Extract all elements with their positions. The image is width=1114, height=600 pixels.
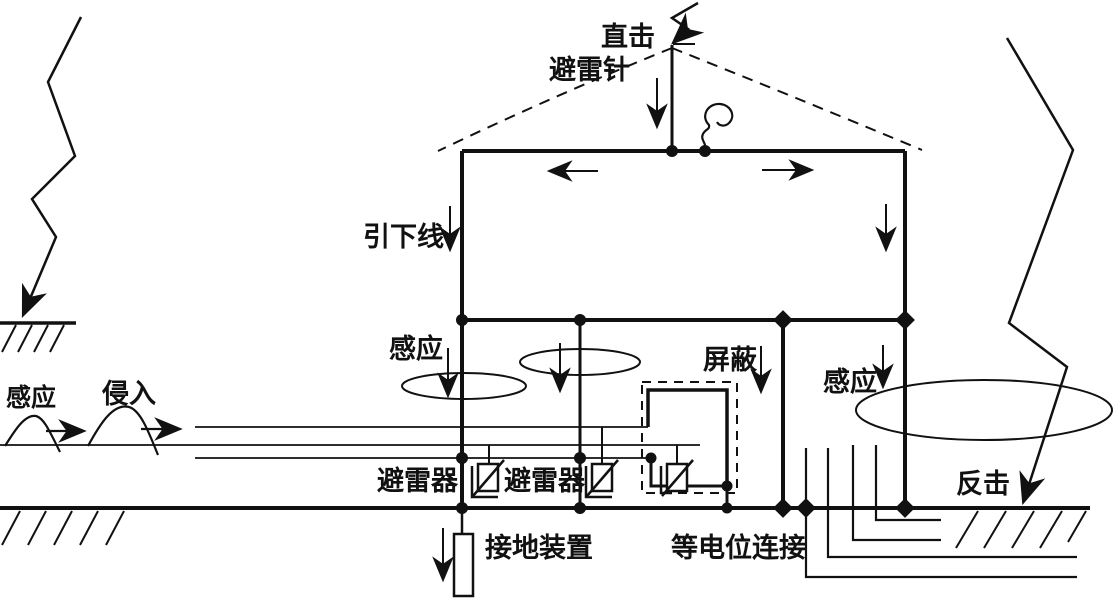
junction-dots — [456, 145, 915, 518]
protection-cone-dashed — [437, 47, 923, 152]
surge-arrester-symbol-1 — [470, 445, 505, 499]
ground-hatching-left — [1, 510, 125, 546]
label-induction-right: 感应 — [823, 366, 877, 397]
service-wires — [0, 426, 700, 459]
label-equipotential-bonding: 等电位连接 — [671, 532, 806, 563]
label-grounding-device: 接地装置 — [485, 533, 593, 563]
label-down-conductor: 引下线 — [363, 222, 444, 252]
roof-bend-conductor — [701, 102, 734, 151]
label-induction-left: 感应 — [6, 383, 56, 412]
ground-electrode — [432, 508, 475, 598]
surge-arrester-symbol-3 — [659, 445, 694, 497]
label-air-terminal: 避雷针 — [549, 54, 630, 85]
lightning-bolt-right — [1005, 37, 1075, 506]
label-counterstrike: 反击 — [956, 469, 1010, 499]
surge-wave-left — [4, 405, 183, 456]
label-arrester-mid: 避雷器 — [504, 465, 586, 496]
surge-arrester-symbol-2 — [584, 427, 619, 499]
building-outline — [460, 149, 907, 510]
air-terminal-rod — [670, 43, 695, 151]
label-induction-mid: 感应 — [389, 333, 443, 364]
ground-symbol-left — [0, 321, 76, 353]
lightning-bolt-left — [21, 16, 83, 318]
induction-loops — [401, 348, 1113, 441]
label-direct-strike: 直击 — [601, 22, 655, 52]
label-arrester-left: 避雷器 — [377, 465, 459, 496]
shield-enclosure — [641, 381, 738, 508]
label-intrusion: 侵入 — [101, 379, 156, 409]
bonding-conductors — [804, 445, 1077, 579]
lightning-bolt-top — [669, 1, 705, 45]
label-shielding: 屏蔽 — [703, 345, 758, 375]
ground-hatching-right — [955, 510, 1087, 549]
current-arrows — [437, 78, 897, 399]
